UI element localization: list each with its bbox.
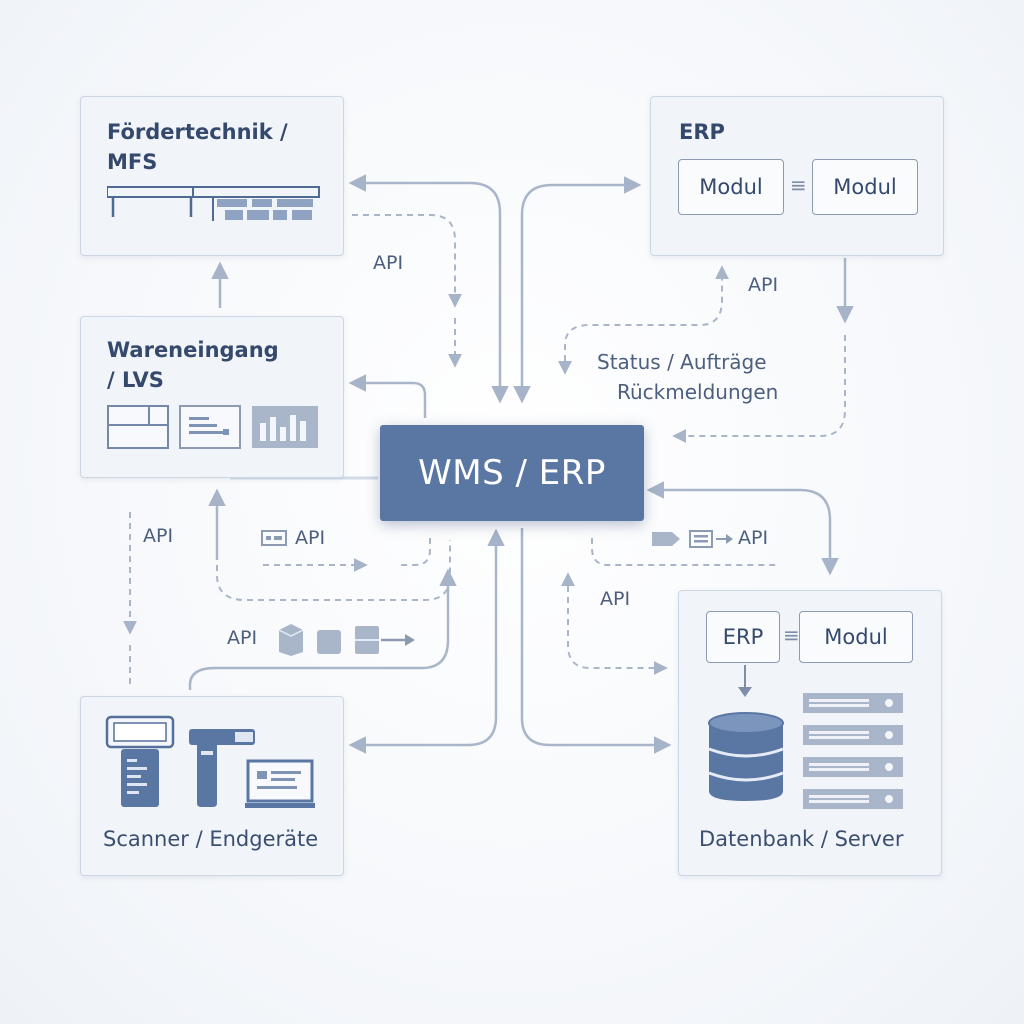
api-label-right-lower: API (600, 588, 631, 610)
link-icon: ≡ (783, 623, 800, 647)
foerdertechnik-title: Fördertechnik / MFS (107, 117, 288, 177)
bar-chart-icon (252, 406, 318, 448)
layout-icon (107, 405, 169, 449)
api-label-left: API (143, 525, 174, 547)
laptop-icon (245, 759, 315, 808)
datenbank-box[interactable]: ERP ≡ Modul Datenbank / Server (678, 590, 942, 876)
wareneingang-box[interactable]: Wareneingang / LVS (80, 316, 344, 478)
foerdertechnik-title-line1: Fördertechnik / (107, 120, 288, 144)
link-icon: ≡ (790, 173, 807, 197)
boxes-icon (278, 624, 415, 656)
datenbank-caption: Datenbank / Server (699, 827, 904, 851)
erp-modul-right[interactable]: Modul (812, 159, 918, 215)
datenbank-erp-module[interactable]: ERP (706, 611, 780, 663)
handheld-scanner-icon (105, 715, 175, 807)
barcode-gun-icon (189, 729, 255, 807)
rueckmeldungen-label: Rückmeldungen (617, 380, 779, 404)
status-label: Status / Aufträge (597, 350, 767, 374)
conveyor-icon (107, 186, 320, 221)
api-label-bottom-left: API (227, 627, 258, 649)
api-label-mid-right: API (738, 527, 769, 549)
erp-title: ERP (679, 120, 725, 144)
document-icon (179, 405, 241, 449)
foerdertechnik-title-line2: MFS (107, 150, 158, 174)
erp-box[interactable]: ERP Modul ≡ Modul (650, 96, 944, 256)
api-label-top-left: API (373, 252, 404, 274)
wms-erp-node[interactable]: WMS / ERP (380, 425, 644, 521)
datenbank-modul[interactable]: Modul (799, 611, 913, 663)
database-icon (708, 712, 784, 801)
server-rack-icon (803, 693, 903, 809)
wareneingang-title: Wareneingang / LVS (107, 335, 279, 395)
api-label-mid-left: API (295, 527, 326, 549)
wareneingang-title-line2: / LVS (107, 368, 164, 392)
erp-modul-left[interactable]: Modul (678, 159, 784, 215)
foerdertechnik-box[interactable]: Fördertechnik / MFS (80, 96, 344, 256)
tag-list-icon (652, 530, 733, 548)
scanner-caption: Scanner / Endgeräte (103, 827, 319, 851)
arrow-down-icon (738, 665, 752, 697)
wareneingang-title-line1: Wareneingang (107, 338, 279, 362)
card-icon (261, 530, 287, 546)
scanner-box[interactable]: Scanner / Endgeräte (80, 696, 344, 876)
api-label-erp: API (748, 274, 779, 296)
